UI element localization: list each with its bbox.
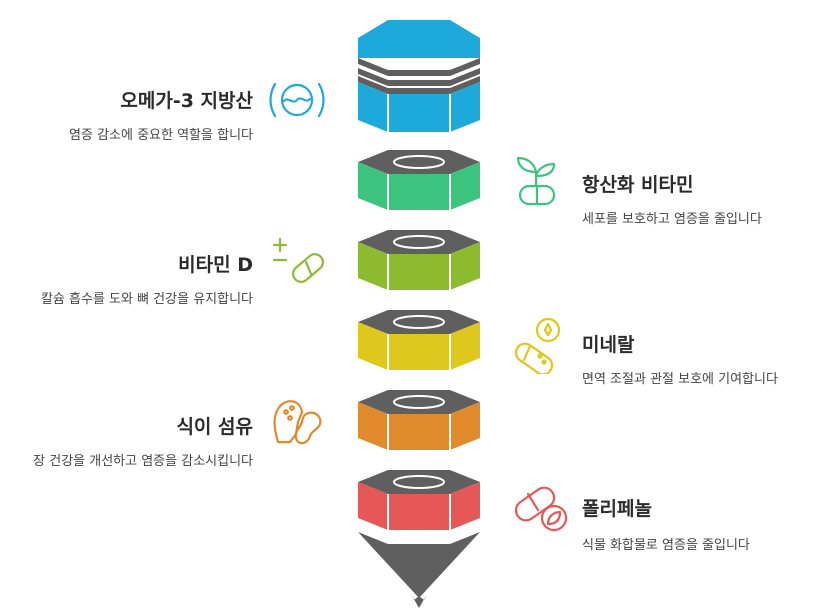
mineral-pill-icon	[514, 317, 561, 374]
segment-polyphenol-cap	[358, 470, 480, 494]
segment-omega-stripe-3	[358, 76, 480, 94]
segment-mineral-hole	[393, 315, 445, 329]
pencil-lead	[411, 594, 427, 608]
item-desc-fiber: 장 건강을 개선하고 염증을 감소시킵니다	[33, 454, 253, 469]
sprout-icon	[516, 156, 556, 206]
item-title-vitamin-d: 비타민 D	[178, 254, 253, 276]
segment-fiber-cap	[358, 390, 480, 414]
capsule-plus-icon	[272, 237, 324, 283]
item-title-antioxidant: 항산화 비타민	[582, 174, 694, 196]
item-desc-omega: 염증 감소에 중요한 역할을 합니다	[69, 128, 253, 143]
segment-polyphenol-hole	[393, 475, 445, 489]
segment-omega-body	[358, 38, 480, 58]
item-desc-antioxidant: 세포를 보호하고 염증을 줄입니다	[582, 212, 762, 227]
item-desc-polyphenol: 식물 화합물로 염증을 줄입니다	[582, 538, 750, 553]
water-drop-icon	[269, 82, 325, 118]
item-desc-vitamin-d: 칼슘 흡수를 도와 뼈 건강을 유지합니다	[40, 292, 253, 307]
segment-vitamin_d-hole	[393, 235, 445, 249]
segment-antioxidant-hole	[393, 155, 445, 169]
item-title-omega: 오메가-3 지방산	[120, 90, 253, 112]
item-title-mineral: 미네랄	[582, 334, 635, 356]
segment-vitamin_d-cap	[358, 230, 480, 254]
digestion-icon	[273, 400, 322, 445]
pencil-tip	[358, 532, 480, 598]
segment-mineral-cap	[358, 310, 480, 334]
segment-antioxidant-cap	[358, 150, 480, 174]
leaf-capsule-icon	[514, 486, 568, 532]
item-title-polyphenol: 폴리페놀	[582, 498, 652, 520]
segment-fiber-hole	[393, 395, 445, 409]
segment-omega-stripe-1	[358, 58, 480, 76]
segment-omega	[358, 20, 480, 132]
item-title-fiber: 식이 섬유	[176, 416, 253, 438]
item-desc-mineral: 면역 조절과 관절 보호에 기여합니다	[582, 372, 778, 387]
segment-omega-stripe-2	[358, 68, 480, 86]
